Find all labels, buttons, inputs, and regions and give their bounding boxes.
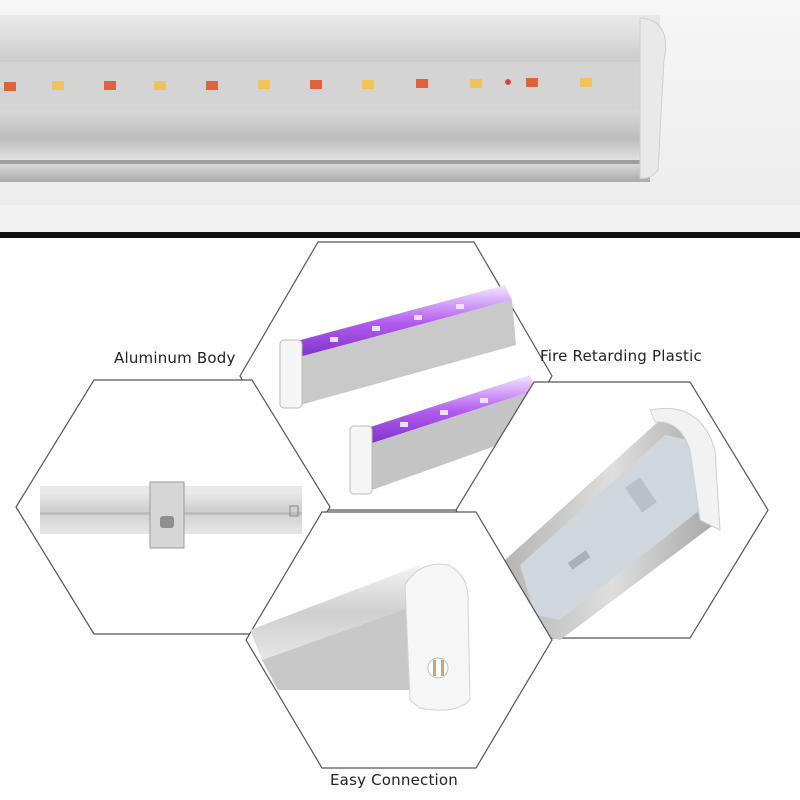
fire-retarding-plastic-label: Fire Retarding Plastic <box>540 347 702 365</box>
top-led-tube-photo <box>0 0 800 232</box>
led-chips <box>4 78 592 91</box>
hex-aluminum-body <box>15 379 331 635</box>
easy-connection-label: Easy Connection <box>330 771 459 789</box>
aluminum-body-label: Aluminum Body <box>114 349 236 367</box>
hex-fire-retarding-plastic <box>455 381 769 640</box>
hex-easy-connection <box>245 511 553 769</box>
hex-uv-tubes <box>239 241 553 511</box>
led-tube-illustration <box>0 15 800 232</box>
divider-bar <box>0 232 800 238</box>
